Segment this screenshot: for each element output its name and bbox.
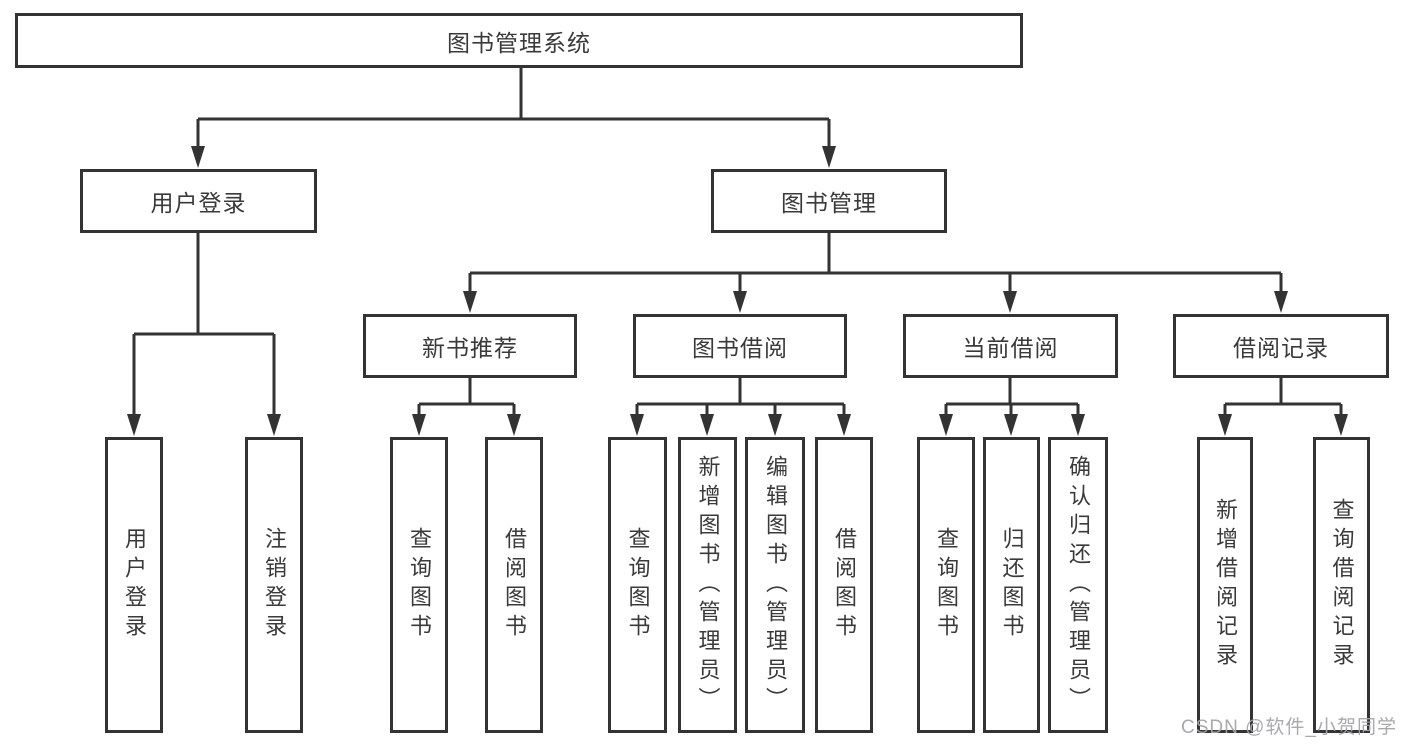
node-root: 图书管理系统 bbox=[15, 13, 1023, 68]
leaf-records-add-record: 新增借阅记录 bbox=[1197, 437, 1253, 733]
node-borrow-records-label: 借阅记录 bbox=[1233, 335, 1329, 361]
leaf-current-query-books: 查询图书 bbox=[917, 437, 975, 733]
leaf-logout: 注销登录 bbox=[245, 437, 303, 733]
leaf-user-login: 用户登录 bbox=[105, 437, 163, 733]
node-book-borrow-label: 图书借阅 bbox=[692, 335, 788, 361]
node-current-borrow-label: 当前借阅 bbox=[962, 335, 1059, 361]
watermark-text: CSDN @软件_小贺同学 bbox=[1181, 717, 1397, 738]
leaf-borrow-borrow-books: 借阅图书 bbox=[815, 437, 873, 733]
node-borrow-records: 借阅记录 bbox=[1173, 314, 1389, 378]
node-user-login: 用户登录 bbox=[80, 169, 317, 233]
node-current-borrow: 当前借阅 bbox=[903, 314, 1118, 378]
node-book-management-label: 图书管理 bbox=[781, 190, 877, 216]
node-book-borrow: 图书借阅 bbox=[633, 314, 847, 378]
leaf-current-return-books: 归还图书 bbox=[983, 437, 1040, 733]
leaf-borrow-add-books-admin: 新增图书（管理员） bbox=[678, 437, 737, 733]
leaf-current-confirm-return-admin: 确认归还（管理员） bbox=[1048, 437, 1108, 733]
leaf-borrow-query-books: 查询图书 bbox=[608, 437, 667, 733]
leaf-borrow-edit-books-admin: 编辑图书（管理员） bbox=[745, 437, 805, 733]
node-new-book-recommend: 新书推荐 bbox=[363, 314, 577, 378]
arrowheads bbox=[127, 146, 1348, 436]
leaf-recommend-query-books: 查询图书 bbox=[390, 437, 448, 733]
node-root-label: 图书管理系统 bbox=[447, 29, 591, 56]
node-user-login-label: 用户登录 bbox=[150, 190, 247, 216]
leaf-recommend-borrow-books: 借阅图书 bbox=[485, 437, 543, 733]
node-book-management: 图书管理 bbox=[711, 169, 947, 233]
leaf-records-query-record: 查询借阅记录 bbox=[1313, 437, 1370, 733]
node-new-book-recommend-label: 新书推荐 bbox=[422, 335, 518, 361]
